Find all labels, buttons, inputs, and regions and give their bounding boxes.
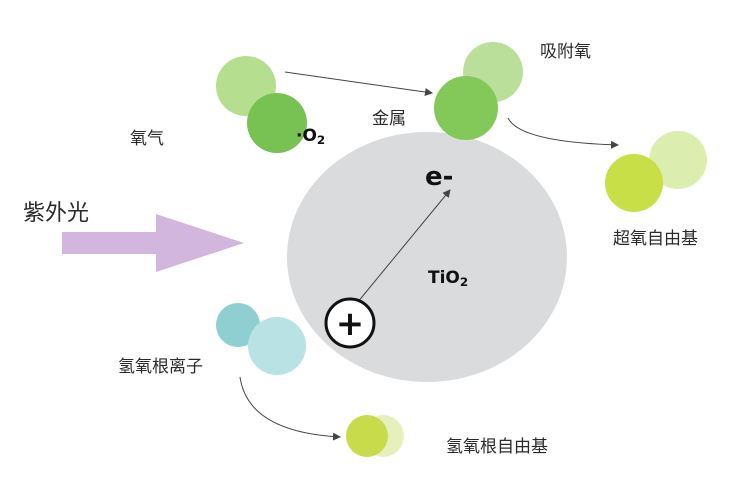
- tio2-label: TiO2: [428, 268, 468, 289]
- superoxide-radical-atom-2: [605, 154, 663, 212]
- hydroxide-ion-atom-1: [216, 303, 260, 347]
- metal-particle: [434, 76, 498, 140]
- o2-text: ·O: [296, 126, 317, 146]
- hole-symbol: +: [336, 304, 365, 344]
- tio2-text: TiO: [428, 268, 460, 288]
- metal-label: 金属: [372, 109, 406, 129]
- uv-light-label: 紫外光: [23, 201, 90, 226]
- hydroxide-ion-label: 氢氧根离子: [118, 357, 203, 377]
- electron-label: e-: [425, 162, 454, 192]
- hydroxyl-radical-atom-2: [346, 415, 388, 457]
- superoxide-radical-atom-1: [649, 131, 707, 189]
- o2-subscript: 2: [316, 132, 326, 147]
- uv-light-arrow: [62, 214, 244, 272]
- oxygen-molecule-atom-2: [247, 93, 307, 153]
- o2-label: ·O2: [296, 126, 325, 147]
- hydroxide-ion-atom-2: [248, 317, 306, 375]
- hydroxyl-radical-label: 氢氧根自由基: [446, 437, 548, 457]
- arrow-hydroxide-to-hydroxyl: [239, 376, 341, 441]
- adsorbed-oxygen-label: 吸附氧: [540, 42, 591, 62]
- arrow-hole-to-electron: [356, 189, 451, 304]
- arrow-metal-to-superoxide: [507, 117, 619, 149]
- hole-circle: [324, 297, 376, 349]
- tio2-subscript: 2: [459, 274, 469, 289]
- arrow-oxygen-to-metal: [284, 71, 433, 96]
- oxygen-label: 氧气: [130, 129, 164, 149]
- superoxide-radical-label: 超氧自由基: [613, 229, 698, 249]
